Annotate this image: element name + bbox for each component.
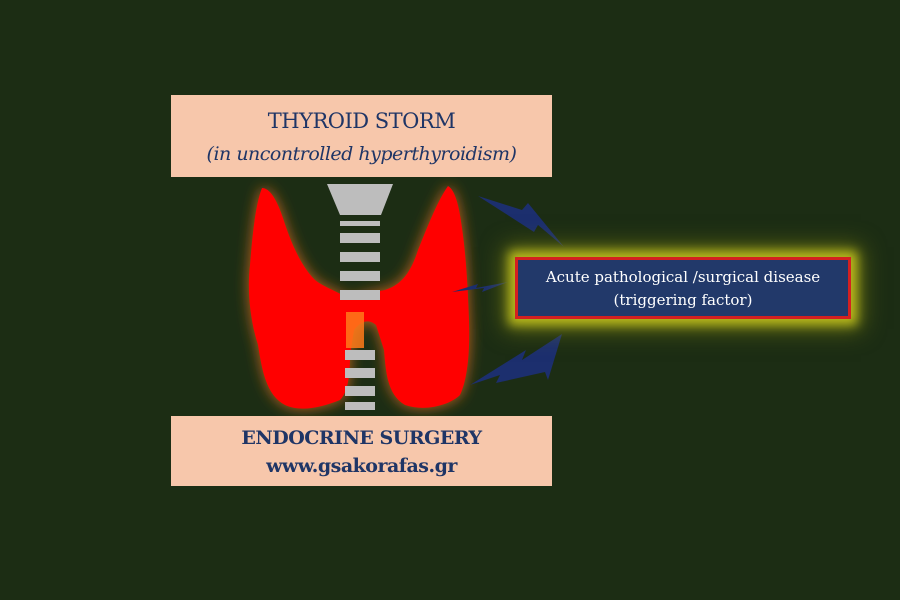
trachea-icon xyxy=(327,184,393,410)
trigger-text: Acute pathological /surgical disease xyxy=(545,268,821,286)
trigger-subtext: (triggering factor) xyxy=(613,291,753,309)
title-box: THYROID STORM (in uncontrolled hyperthyr… xyxy=(171,95,552,177)
lightning-bolt-icon xyxy=(478,196,564,247)
footer-box: ENDOCRINE SURGERY www.gsakorafas.gr xyxy=(171,416,552,486)
subtitle-text: (in uncontrolled hyperthyroidism) xyxy=(206,143,517,165)
lightning-bolt-icon xyxy=(470,334,562,385)
lightning-bolt-icon xyxy=(452,282,508,292)
title-text: THYROID STORM xyxy=(267,109,456,133)
footer-title: ENDOCRINE SURGERY xyxy=(241,427,482,449)
footer-url: www.gsakorafas.gr xyxy=(266,455,457,477)
trigger-box: Acute pathological /surgical disease (tr… xyxy=(515,257,851,319)
